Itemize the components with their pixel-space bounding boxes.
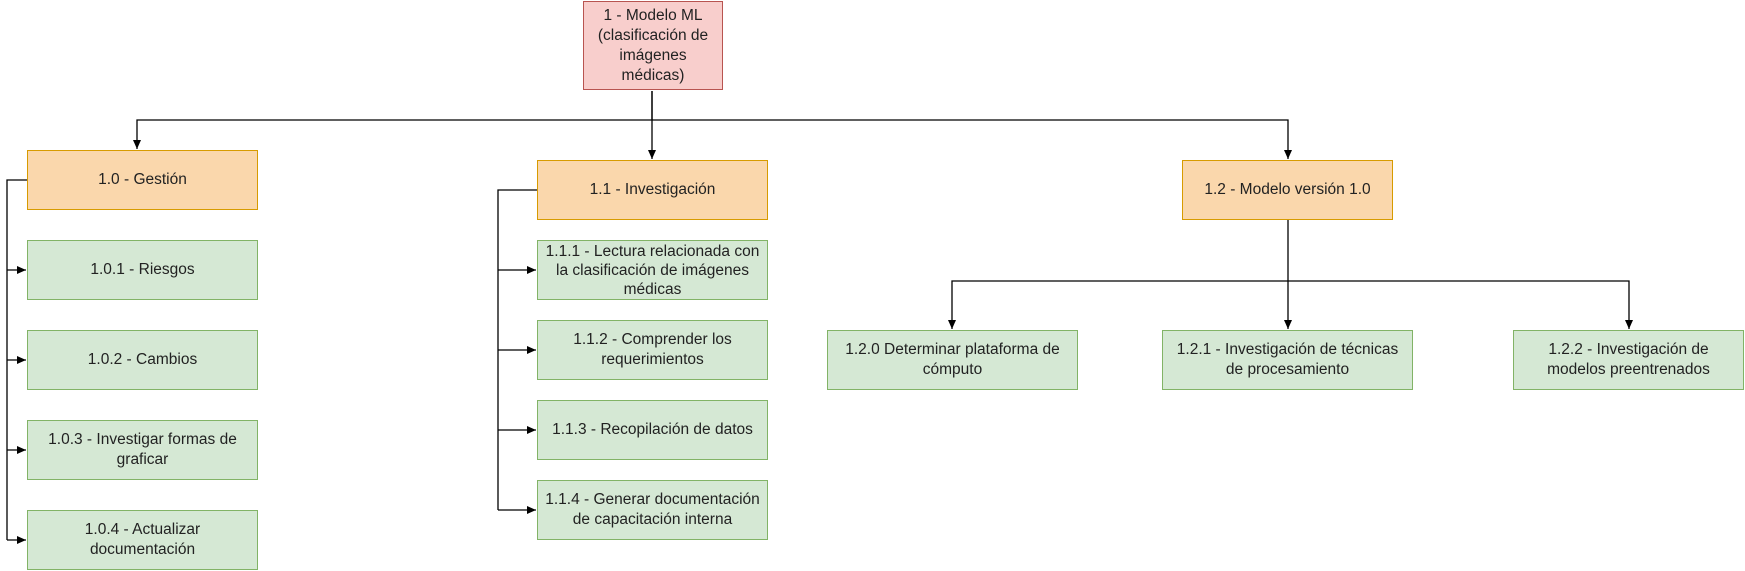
- leaf-node-label: 1.2.2 - Investigación de modelos preentr…: [1547, 341, 1710, 378]
- root-node-label: 1 - Modelo ML (clasificación de imágenes…: [597, 6, 709, 84]
- root-node: 1 - Modelo ML (clasificación de imágenes…: [583, 1, 723, 90]
- leaf-node-label: 1.0.1 - Riesgos: [90, 261, 195, 278]
- leaf-node-requerimientos: 1.1.2 - Comprender los requerimientos: [537, 320, 768, 380]
- connector-modelo-3: [1288, 280, 1633, 329]
- branch-node-gestion: 1.0 - Gestión: [27, 150, 258, 210]
- leaf-node-label: 1.0.4 - Actualizar documentación: [84, 521, 201, 558]
- branch-node-modelo: 1.2 - Modelo versión 1.0: [1182, 160, 1393, 220]
- leaf-node-label: 1.2.0 Determinar plataforma de cómputo: [845, 341, 1060, 378]
- leaf-node-recopilacion-datos: 1.1.3 - Recopilación de datos: [537, 400, 768, 460]
- branch-node-label: 1.2 - Modelo versión 1.0: [1204, 181, 1371, 198]
- leaf-node-label: 1.1.1 - Lectura relacionada con la clasi…: [545, 242, 760, 298]
- connector-root-gestion: [133, 91, 653, 149]
- connector-modelo-1: [948, 280, 1288, 329]
- leaf-node-tecnicas-procesamiento: 1.2.1 - Investigación de técnicas de pro…: [1162, 330, 1413, 390]
- leaf-node-lectura: 1.1.1 - Lectura relacionada con la clasi…: [537, 240, 768, 300]
- leaf-node-modelos-preentrenados: 1.2.2 - Investigación de modelos preentr…: [1513, 330, 1744, 390]
- leaf-node-riesgos: 1.0.1 - Riesgos: [27, 240, 258, 300]
- branch-node-investigacion: 1.1 - Investigación: [537, 160, 768, 220]
- leaf-node-label: 1.1.3 - Recopilación de datos: [552, 421, 753, 438]
- leaf-node-label: 1.1.2 - Comprender los requerimientos: [573, 331, 732, 368]
- connector-gestion-spine: [6, 179, 27, 540]
- leaf-node-label: 1.1.4 - Generar documentación de capacit…: [545, 491, 760, 528]
- leaf-node-plataforma-computo: 1.2.0 Determinar plataforma de cómputo: [827, 330, 1078, 390]
- branch-node-label: 1.0 - Gestión: [98, 171, 187, 188]
- leaf-node-label: 1.2.1 - Investigación de técnicas de pro…: [1176, 341, 1399, 378]
- leaf-node-generar-documentacion: 1.1.4 - Generar documentación de capacit…: [537, 480, 768, 540]
- connector-investigacion-spine: [497, 189, 537, 510]
- leaf-node-label: 1.0.3 - Investigar formas de graficar: [48, 431, 237, 468]
- leaf-node-actualizar-documentacion: 1.0.4 - Actualizar documentación: [27, 510, 258, 570]
- leaf-node-cambios: 1.0.2 - Cambios: [27, 330, 258, 390]
- leaf-node-investigar-graficar: 1.0.3 - Investigar formas de graficar: [27, 420, 258, 480]
- branch-node-label: 1.1 - Investigación: [589, 181, 716, 198]
- connector-root-modelo: [652, 119, 1292, 159]
- leaf-node-label: 1.0.2 - Cambios: [87, 351, 198, 368]
